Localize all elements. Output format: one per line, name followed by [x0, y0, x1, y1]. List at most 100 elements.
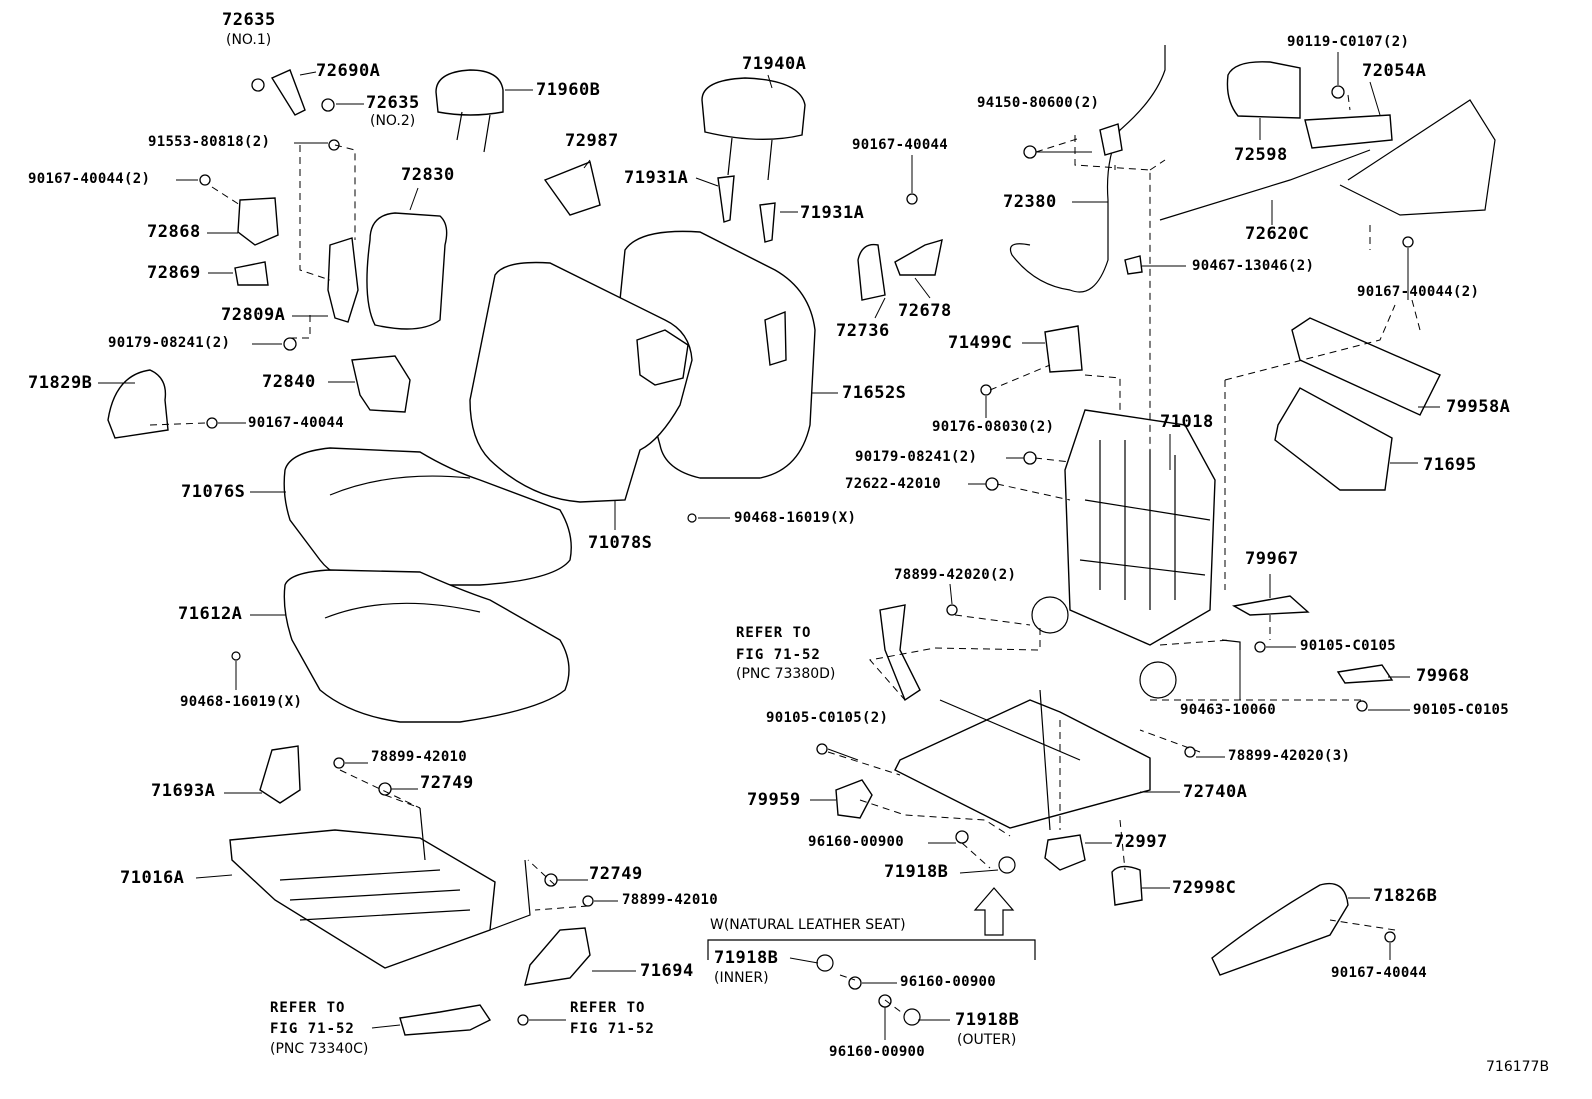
bolt-90167-d [1402, 236, 1414, 248]
bolt-91553 [328, 139, 340, 151]
label-90167-b: 90167-40044 [852, 137, 949, 153]
leader-lines [98, 52, 1440, 1040]
ref-2-line1: REFER TO [270, 1000, 346, 1016]
cover-72736 [857, 243, 886, 301]
nut-96160-c [878, 994, 892, 1008]
bolt-78899-c [946, 604, 958, 616]
label-71695: 71695 [1423, 455, 1477, 475]
label-71918b-outer-note: (OUTER) [957, 1032, 1017, 1048]
label-79959: 79959 [747, 790, 801, 810]
part-72840 [351, 355, 411, 413]
label-72598: 72598 [1234, 145, 1288, 165]
label-72987: 72987 [565, 131, 619, 151]
label-96160-a: 96160-00900 [808, 834, 905, 850]
cover-72987 [543, 161, 601, 216]
bolt-90167-a [199, 174, 211, 186]
label-72635-no1: 72635 [222, 10, 276, 30]
retractor-71499c [1044, 325, 1083, 373]
bolt-90179-a [283, 337, 297, 351]
label-90105-a: 90105-C0105 [1300, 638, 1397, 654]
frame-71016a [229, 829, 496, 969]
ref-3-line1: REFER TO [570, 1000, 646, 1016]
cover-71918b-inner [816, 954, 834, 972]
track-72740a [894, 699, 1151, 829]
cover-71694 [524, 927, 591, 986]
label-71918b-a: 71918B [884, 862, 949, 882]
bracket-72690a [270, 69, 306, 116]
label-71829b: 71829B [28, 373, 93, 393]
nut-90176 [980, 384, 992, 396]
seatback-71078s [469, 261, 693, 503]
cushion-71612a [283, 569, 570, 723]
label-72678: 72678 [898, 301, 952, 321]
label-78899-42010-a: 78899-42010 [371, 749, 468, 765]
cover-72998c [1111, 865, 1143, 906]
label-90119: 90119-C0107(2) [1287, 34, 1410, 50]
label-71694: 71694 [640, 961, 694, 981]
label-72997: 72997 [1114, 832, 1168, 852]
label-71612a: 71612A [178, 604, 243, 624]
cover-72868 [237, 197, 279, 246]
label-71918b-inner-note: (INNER) [714, 970, 769, 986]
ref-3-line2: FIG 71-52 [570, 1021, 655, 1037]
label-71931a-2: 71931A [800, 203, 865, 223]
cover-71829b [107, 369, 169, 439]
ref-2-pnc: (PNC 73340C) [270, 1041, 369, 1057]
label-72690a: 72690A [316, 61, 381, 81]
label-71652s: 71652S [842, 383, 907, 403]
clip-90463 [1221, 639, 1241, 650]
label-71076s: 71076S [181, 482, 246, 502]
clip-90467 [1124, 255, 1143, 275]
nut-96160-a [955, 830, 969, 844]
label-72830: 72830 [401, 165, 455, 185]
ref-1-line2: FIG 71-52 [736, 647, 821, 663]
label-90105-b: 90105-C0105 [1413, 702, 1510, 718]
bolt-72635-no1 [251, 78, 265, 92]
label-72635-no2-note: (NO.2) [370, 113, 416, 129]
label-71940a: 71940A [742, 54, 807, 74]
label-94150: 94150-80600(2) [977, 95, 1100, 111]
label-71693a: 71693A [151, 781, 216, 801]
bolt-90119 [1331, 85, 1345, 99]
label-72749-b: 72749 [589, 864, 643, 884]
label-72620c: 72620C [1245, 224, 1310, 244]
label-90179-b: 90179-08241(2) [855, 449, 978, 465]
label-78899-2: 78899-42020(2) [894, 567, 1017, 583]
label-79967: 79967 [1245, 549, 1299, 569]
label-96160-c: 96160-00900 [829, 1044, 926, 1060]
label-79968: 79968 [1416, 666, 1470, 686]
label-72054a: 72054A [1362, 61, 1427, 81]
guide-71931a [717, 175, 776, 243]
label-90167-a: 90167-40044 [248, 415, 345, 431]
label-78899-3: 78899-42020(3) [1228, 748, 1351, 764]
label-71018: 71018 [1160, 412, 1214, 432]
label-71016a: 71016A [120, 868, 185, 888]
nut-96160-b [848, 976, 862, 990]
ref-1-pnc: (PNC 73380D) [736, 666, 836, 682]
ref-2-line2: FIG 71-52 [270, 1021, 355, 1037]
label-90467: 90467-13046(2) [1192, 258, 1315, 274]
cover-71826b [1211, 882, 1349, 976]
label-71078s: 71078S [588, 533, 653, 553]
label-71960b: 71960B [536, 80, 601, 100]
nut-72635-no2 [321, 98, 335, 112]
bolt-90167-b [906, 193, 918, 205]
pad-72830 [366, 212, 448, 330]
label-72736: 72736 [836, 321, 890, 341]
label-72840: 72840 [262, 372, 316, 392]
label-90167-2b: 90167-40044(2) [1357, 284, 1480, 300]
cover-79967 [1231, 595, 1310, 616]
frame-71018 [1064, 409, 1216, 646]
label-71499c: 71499C [948, 333, 1013, 353]
panel-79958a [1291, 317, 1441, 416]
label-72635-no2: 72635 [366, 93, 420, 113]
label-72635-no1-note: (NO.1) [226, 32, 272, 48]
cover-72598 [1226, 61, 1301, 119]
clip-90468-a [687, 513, 697, 523]
bolt-78899-a [333, 757, 345, 769]
label-78899-42010-b: 78899-42010 [622, 892, 719, 908]
bolt-78899-d [1184, 746, 1196, 758]
cable-72620c [1159, 149, 1371, 221]
label-90105-2: 90105-C0105(2) [766, 710, 889, 726]
bolt-90167-e [1384, 931, 1396, 943]
